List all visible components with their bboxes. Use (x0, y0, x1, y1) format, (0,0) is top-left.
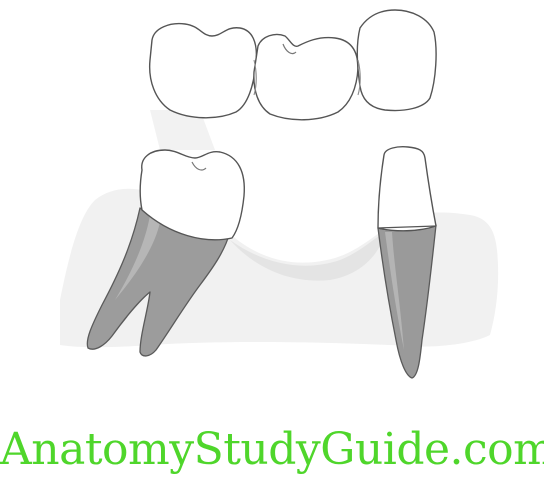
watermark-text: AnatomyStudyGuide.com (0, 424, 544, 475)
gum-shadow (230, 232, 385, 281)
bridge-connector-left (253, 59, 257, 96)
pontic-pit (282, 43, 297, 55)
molar-root-shading (115, 215, 160, 300)
molar-roots (86, 207, 231, 357)
molar-crown (139, 149, 245, 241)
premolar-crown (377, 146, 437, 232)
molar-crown-groove (191, 161, 207, 171)
premolar-cej-line (377, 225, 437, 229)
bridge-connector-right (357, 59, 361, 96)
bridge-pontic-middle (253, 33, 359, 121)
bridge-crown-left (148, 22, 258, 119)
background-shadow (150, 110, 215, 150)
premolar-root-shading (385, 232, 404, 350)
dental-bridge-diagram (60, 9, 499, 379)
bridge-crown-right (356, 9, 437, 112)
